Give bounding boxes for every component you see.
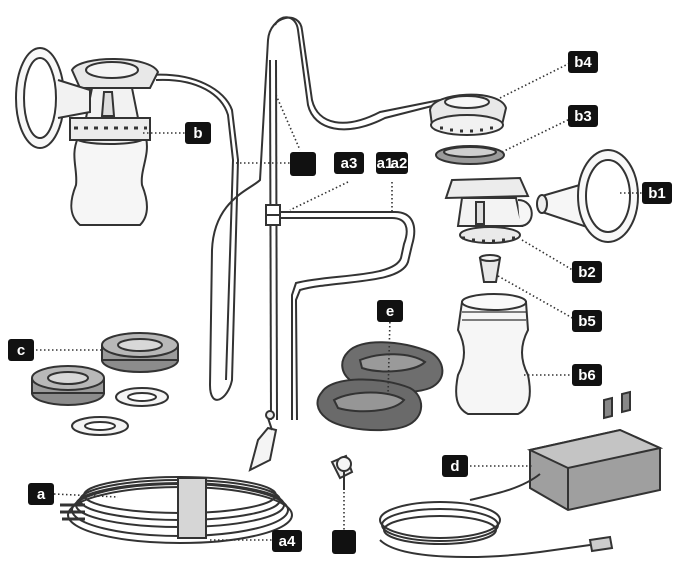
label-b1: b1 <box>642 182 672 204</box>
svg-text:a3: a3 <box>341 155 358 172</box>
svg-text:a2: a2 <box>391 155 408 172</box>
label-a1a2: a1 a2 <box>376 152 408 174</box>
svg-text:b1: b1 <box>648 185 666 202</box>
label-c: c <box>8 339 34 361</box>
svg-text:a1: a1 <box>377 155 394 172</box>
svg-text:b: b <box>193 125 202 142</box>
label-b3: b3 <box>568 105 598 127</box>
label-a4-marker <box>332 530 356 554</box>
label-e: e <box>377 300 403 322</box>
assembled-breast-pump <box>16 48 158 225</box>
label-d: d <box>442 455 468 477</box>
valve <box>480 255 500 282</box>
label-b5: b5 <box>572 310 602 332</box>
breast-shield <box>537 150 638 242</box>
label-a: a <box>28 483 54 505</box>
bottle <box>456 294 530 414</box>
svg-text:e: e <box>386 303 394 320</box>
massage-cushions <box>317 342 442 430</box>
svg-text:d: d <box>450 458 459 475</box>
label-a3-marker <box>290 152 316 176</box>
label-a3: a3 <box>334 152 364 174</box>
svg-text:b5: b5 <box>578 313 596 330</box>
label-b: b <box>185 122 211 144</box>
pump-body <box>446 178 532 243</box>
label-b2: b2 <box>572 261 602 283</box>
svg-text:b3: b3 <box>574 108 592 125</box>
label-a4: a4 <box>272 530 302 552</box>
power-adapter <box>380 392 660 557</box>
label-b6: b6 <box>572 364 602 386</box>
tubing <box>150 17 440 420</box>
membrane <box>436 146 504 164</box>
svg-text:b2: b2 <box>578 264 596 281</box>
svg-text:a: a <box>37 486 46 503</box>
svg-text:b4: b4 <box>574 54 592 71</box>
disc-caps <box>32 333 178 435</box>
pump-cap <box>430 95 506 135</box>
svg-text:b6: b6 <box>578 367 596 384</box>
svg-text:c: c <box>17 342 25 359</box>
coiled-tubing <box>60 411 292 543</box>
tube-connector <box>332 456 352 490</box>
leader-lines <box>36 61 644 541</box>
svg-text:a4: a4 <box>279 533 296 550</box>
label-b4: b4 <box>568 51 598 73</box>
